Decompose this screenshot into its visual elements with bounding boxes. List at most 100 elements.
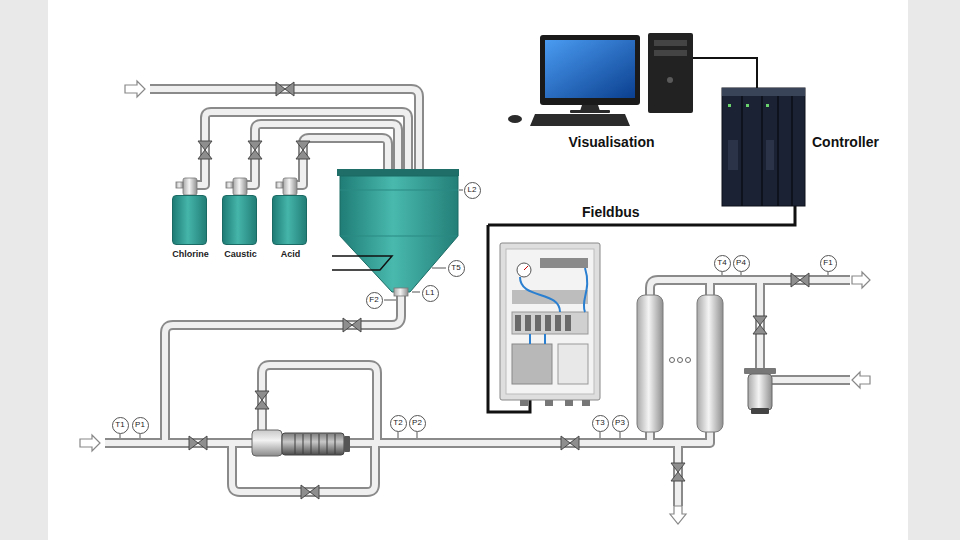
- computer-illustration: [545, 40, 635, 98]
- instrument-label: T4: [717, 259, 726, 267]
- pump-symbol: [282, 433, 344, 455]
- controller-rack: [722, 88, 805, 96]
- leader-line: [459, 190, 463, 191]
- valve-terminal-cabinet: [520, 277, 560, 312]
- controller-rack: [766, 140, 774, 170]
- pump-symbol: [327, 434, 328, 454]
- mixing-vessel: [332, 256, 392, 270]
- chemical-tank: Chlorine: [172, 195, 207, 245]
- controller-rack: [722, 88, 805, 206]
- instrument-label: T3: [595, 419, 604, 427]
- computer-illustration: [530, 114, 630, 126]
- flow-arrow: [80, 81, 870, 524]
- leader-line: [620, 432, 621, 438]
- mixing-vessel: [394, 288, 408, 296]
- controller-node: Controller: [722, 88, 960, 206]
- pipework: [105, 89, 850, 506]
- white-panel: [48, 0, 908, 540]
- instrument-tag: T5: [448, 260, 465, 277]
- tank-fitting: [233, 178, 247, 195]
- leader-line: [120, 190, 828, 438]
- leader-line: [828, 272, 829, 275]
- valve-terminal-cabinet: [512, 312, 588, 334]
- pump-symbol: [335, 434, 336, 454]
- pump-symbol: [311, 434, 312, 454]
- controller-rack: [791, 96, 793, 206]
- valve-symbol: [189, 436, 207, 450]
- instrument-label: P1: [135, 421, 145, 429]
- instrument-tag: L2: [464, 182, 481, 199]
- valve-symbol: [561, 436, 579, 450]
- instrument-label: P4: [736, 259, 746, 267]
- pump-symbol: [295, 434, 335, 454]
- dosing-device: [744, 368, 776, 374]
- valve-symbol: [343, 318, 361, 332]
- filter-vessel: [678, 358, 683, 363]
- instrument-tag: T1: [112, 417, 129, 434]
- valve-symbol: [791, 273, 809, 287]
- computer-illustration: [654, 40, 687, 46]
- instrument-label: P3: [615, 419, 625, 427]
- tank-fitting: [226, 182, 233, 188]
- instrument-tag: L1: [422, 285, 439, 302]
- mixing-vessel: [340, 236, 458, 237]
- leader-line: [417, 432, 418, 438]
- leader-line: [741, 272, 742, 275]
- flow-arrow: [125, 81, 145, 97]
- valve-terminal-cabinet: [515, 315, 571, 331]
- leader-line: [120, 434, 121, 438]
- valve-terminal-cabinet: [540, 258, 588, 268]
- mixing-vessel: [332, 169, 459, 296]
- node-label: Chlorine: [148, 249, 233, 259]
- valve-symbol: [276, 82, 294, 96]
- instrument-label: F1: [823, 259, 832, 267]
- valve-symbol: [189, 82, 809, 499]
- valve-terminal-cabinet: [500, 243, 600, 406]
- valve-terminal-cabinet: [582, 400, 590, 406]
- instrument-label: F2: [369, 296, 378, 304]
- instrument-label: T2: [393, 419, 402, 427]
- filter-vessel: [637, 295, 663, 432]
- valve-terminal-cabinet: [512, 344, 552, 384]
- controller-rack: [761, 96, 763, 206]
- controller-rack: [766, 104, 769, 107]
- instrument-tag: P1: [132, 417, 149, 434]
- computer-node: Visualisation: [530, 28, 693, 152]
- valve-terminal-cabinet: [500, 243, 600, 400]
- valve-terminal-cabinet: [565, 315, 571, 331]
- filter-vessel: [697, 295, 723, 432]
- leader-line: [384, 300, 396, 301]
- pump-symbol: [344, 436, 350, 452]
- chemical-tank: Acid: [272, 195, 307, 245]
- valve-symbol: [296, 141, 310, 159]
- valve-terminal-cabinet: [524, 266, 528, 270]
- tank-fitting: [176, 182, 183, 188]
- computer-illustration: [648, 33, 693, 113]
- instrument-tag: P4: [733, 255, 750, 272]
- dosing-device: [744, 368, 776, 414]
- instrument-label: P2: [412, 419, 422, 427]
- instrument-tag: T4: [714, 255, 731, 272]
- fieldbus-cable: [488, 206, 795, 412]
- instrument-tag: P2: [409, 415, 426, 432]
- computer-illustration: [570, 110, 610, 113]
- computer-illustration: [654, 50, 687, 56]
- network-cable: [693, 58, 757, 88]
- leader-line: [412, 292, 420, 293]
- controller-rack: [728, 104, 731, 107]
- flow-arrow: [852, 272, 870, 288]
- valve-terminal-cabinet: [517, 263, 531, 277]
- valve-terminal-cabinet: [515, 315, 521, 331]
- valve-symbol: [753, 316, 767, 334]
- valve-terminal-cabinet: [544, 334, 546, 344]
- instrument-tag: F1: [820, 255, 837, 272]
- filter-vessel: [670, 358, 691, 363]
- valve-symbol: [671, 463, 685, 481]
- valve-symbol: [255, 391, 269, 409]
- pump-symbol: [319, 434, 320, 454]
- tank-fitting: [283, 178, 297, 195]
- valve-symbol: [248, 141, 262, 159]
